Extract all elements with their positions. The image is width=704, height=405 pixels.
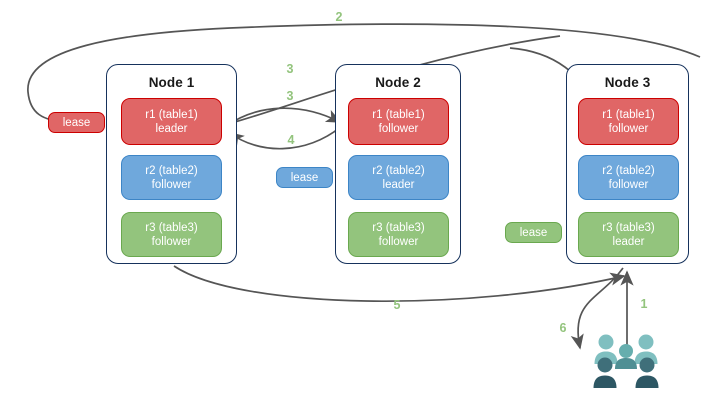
replica-role: leader bbox=[612, 236, 645, 248]
replica-name: r3 (table3) bbox=[145, 221, 198, 234]
replica-role: follower bbox=[151, 236, 192, 248]
lease-badge-red[interactable]: lease bbox=[48, 112, 105, 133]
replica-node1-r1[interactable]: r1 (table1) leader bbox=[121, 98, 222, 145]
replica-name: r2 (table2) bbox=[602, 164, 655, 177]
replica-node3-r1[interactable]: r1 (table1) follower bbox=[578, 98, 679, 145]
step-label-4: 4 bbox=[287, 133, 295, 147]
replica-role: follower bbox=[608, 123, 649, 135]
replica-node1-r2[interactable]: r2 (table2) follower bbox=[121, 155, 222, 200]
step-label-6: 6 bbox=[559, 321, 567, 335]
replica-name: r1 (table1) bbox=[145, 108, 198, 121]
node-title-2: Node 2 bbox=[375, 75, 421, 90]
replica-role: follower bbox=[378, 123, 419, 135]
replica-role: leader bbox=[382, 179, 415, 191]
edge-step-5 bbox=[173, 265, 626, 303]
replica-name: r3 (table3) bbox=[602, 221, 655, 234]
replica-node2-r1[interactable]: r1 (table1) follower bbox=[348, 98, 449, 145]
step-label-3-upper: 3 bbox=[286, 62, 294, 76]
step-label-2: 2 bbox=[335, 10, 343, 24]
lease-label: lease bbox=[519, 226, 548, 239]
replica-role: follower bbox=[151, 179, 192, 191]
replica-node1-r3[interactable]: r3 (table3) follower bbox=[121, 212, 222, 257]
step-label-1: 1 bbox=[640, 297, 648, 311]
replica-node2-r2[interactable]: r2 (table2) leader bbox=[348, 155, 449, 200]
replica-name: r1 (table1) bbox=[372, 108, 425, 121]
people-group-icon bbox=[593, 334, 659, 388]
replica-node3-r3[interactable]: r3 (table3) leader bbox=[578, 212, 679, 257]
replica-node2-r3[interactable]: r3 (table3) follower bbox=[348, 212, 449, 257]
replica-role: follower bbox=[378, 236, 419, 248]
replica-role: follower bbox=[608, 179, 649, 191]
lease-label: lease bbox=[290, 171, 319, 184]
replica-name: r2 (table2) bbox=[145, 164, 198, 177]
node-title-1: Node 1 bbox=[148, 75, 195, 90]
replica-role: leader bbox=[155, 123, 188, 135]
replica-name: r2 (table2) bbox=[372, 164, 425, 177]
lease-badge-green[interactable]: lease bbox=[505, 222, 562, 243]
lease-label: lease bbox=[62, 116, 91, 129]
node-title-3: Node 3 bbox=[604, 75, 651, 90]
step-label-3-lower: 3 bbox=[286, 89, 294, 103]
replica-node3-r2[interactable]: r2 (table2) follower bbox=[578, 155, 679, 200]
lease-badge-blue[interactable]: lease bbox=[276, 167, 333, 188]
replica-name: r1 (table1) bbox=[602, 108, 655, 121]
edge-step-3-lower bbox=[225, 107, 342, 127]
replica-name: r3 (table3) bbox=[372, 221, 425, 234]
step-label-5: 5 bbox=[393, 298, 401, 312]
